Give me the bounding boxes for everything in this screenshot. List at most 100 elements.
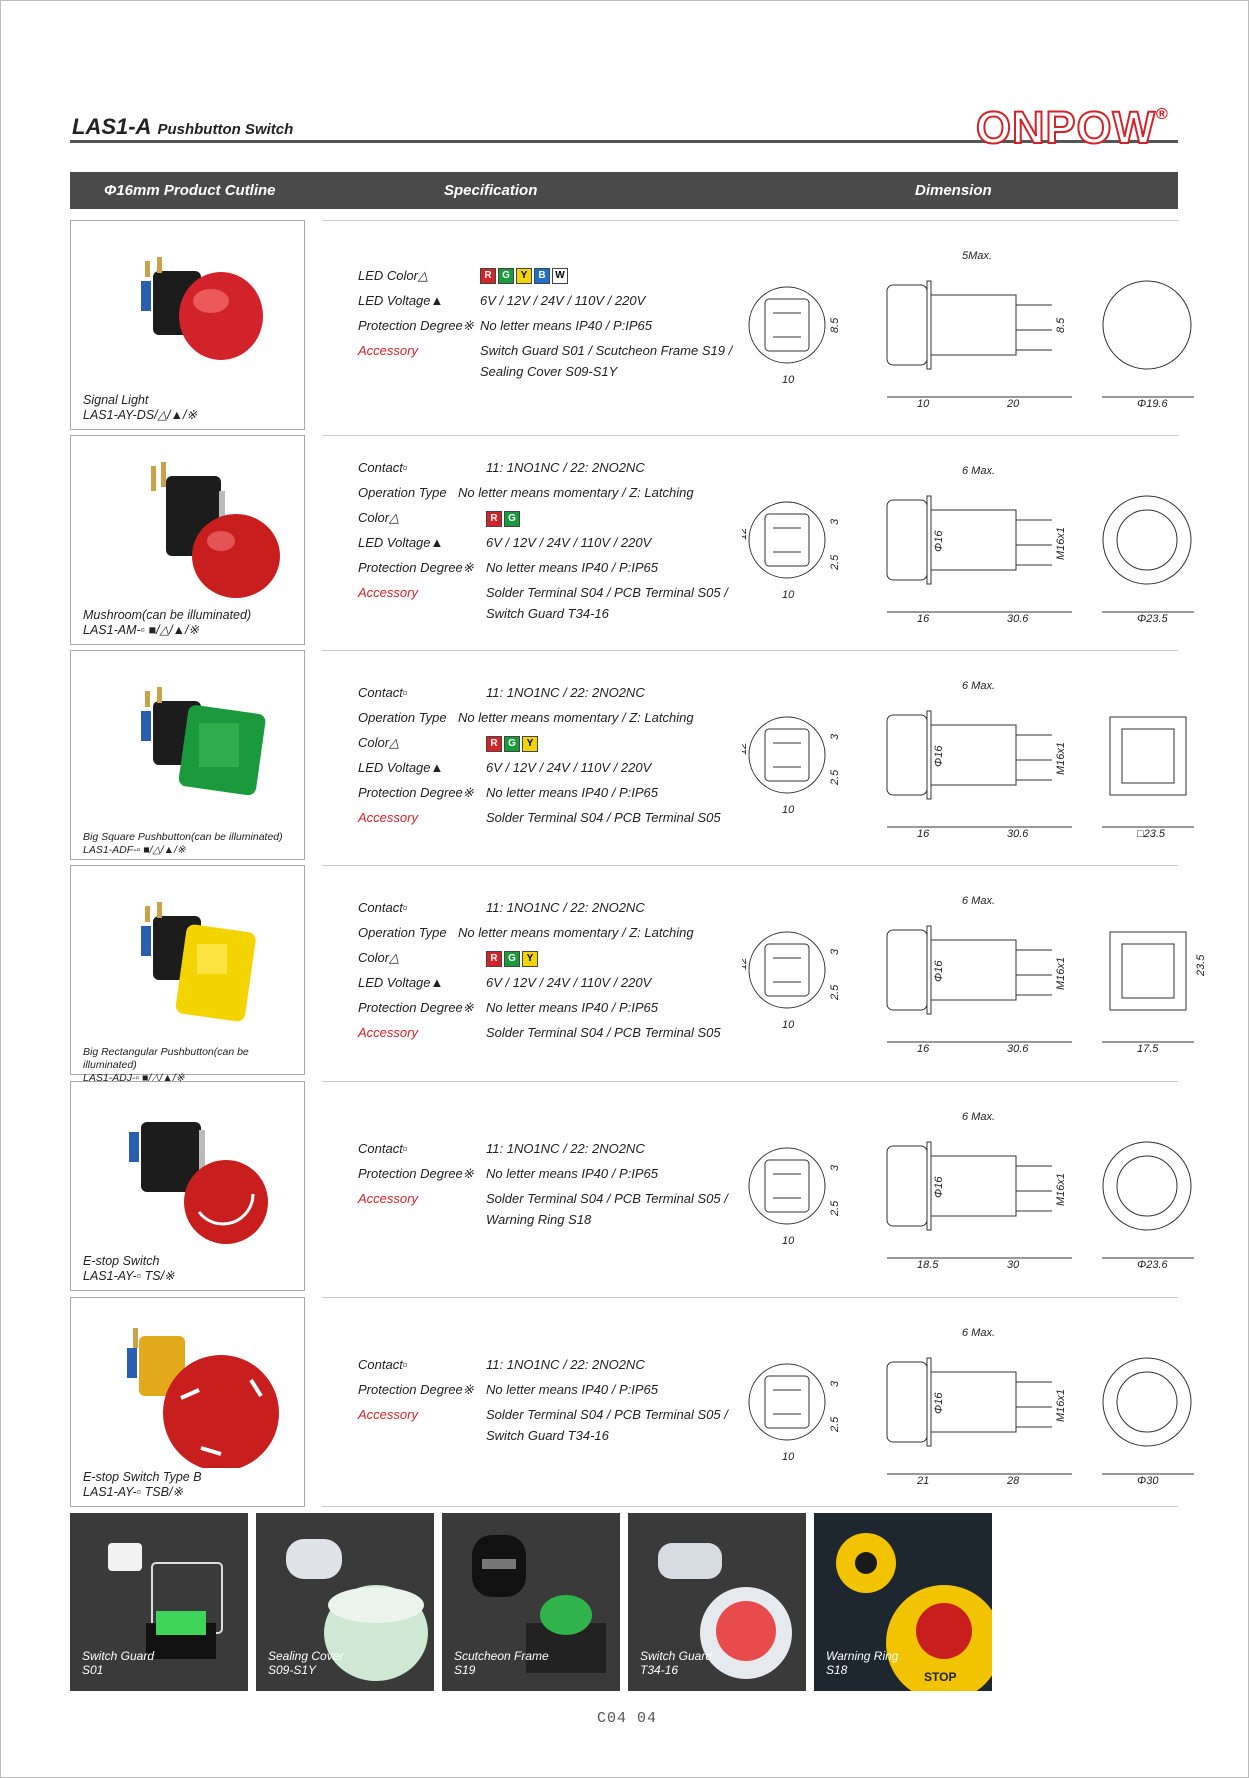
- spec-label: LED Voltage▲: [358, 535, 444, 550]
- product-series: LAS1-A: [72, 114, 152, 139]
- spec-label: LED Voltage▲: [358, 975, 444, 990]
- accessory-code: T34-16: [640, 1663, 679, 1677]
- svg-text:M16x1: M16x1: [1055, 957, 1067, 990]
- spec-label: Protection Degree※: [358, 785, 474, 800]
- accessory-name: Switch Guard: [82, 1649, 155, 1663]
- accessory-photo: STOP: [836, 1533, 992, 1691]
- spec-label: Operation Type: [358, 710, 447, 725]
- spec-value: No letter means IP40 / P:IP65: [486, 1382, 658, 1397]
- product-photo: [141, 257, 263, 360]
- svg-text:12: 12: [742, 958, 749, 970]
- product-model: LAS1-AY-DS/△/▲/※: [83, 408, 197, 422]
- spec-label: LED Voltage▲: [358, 292, 444, 308]
- svg-text:Φ23.6: Φ23.6: [1137, 1259, 1168, 1271]
- svg-text:2.5: 2.5: [829, 1200, 841, 1217]
- product-name: Big Rectangular Pushbutton(can be illumi…: [83, 1046, 249, 1071]
- svg-text:M16x1: M16x1: [1055, 1173, 1067, 1206]
- svg-text:M16x1: M16x1: [1055, 527, 1067, 560]
- spec-value: No letter means momentary / Z: Latching: [458, 925, 694, 940]
- svg-text:6 Max.: 6 Max.: [962, 895, 995, 907]
- spec-label: Contact▫: [358, 685, 408, 700]
- column-dimension: Dimension: [915, 182, 992, 199]
- accessory-code: S09-S1Y: [268, 1663, 317, 1677]
- color-chip: R: [480, 268, 496, 285]
- spec-value: Solder Terminal S04 / PCB Terminal S05 /: [486, 1407, 728, 1422]
- product-caption: Big Square Pushbutton(can be illuminated…: [83, 831, 283, 857]
- product-name: Signal Light: [83, 393, 149, 407]
- spec-label: Operation Type: [358, 485, 447, 500]
- svg-text:17.5: 17.5: [1137, 1043, 1159, 1055]
- product-name: E-stop Switch Type B: [83, 1470, 202, 1484]
- color-chip: Y: [522, 950, 538, 967]
- product-model: LAS1-AY-▫ TSB/※: [83, 1485, 183, 1499]
- accessory-code: S19: [454, 1663, 476, 1677]
- row-divider: [322, 865, 1178, 866]
- svg-text:10: 10: [782, 1451, 795, 1463]
- product-row: Mushroom(can be illuminated)LAS1-AM-▫ ■/…: [70, 435, 1194, 645]
- row-divider: [322, 650, 1178, 651]
- spec-label: Color△: [358, 950, 400, 965]
- svg-text:10: 10: [782, 1235, 795, 1247]
- svg-text:30.6: 30.6: [1007, 613, 1029, 625]
- svg-text:30.6: 30.6: [1007, 1043, 1029, 1055]
- color-chip: G: [498, 268, 514, 285]
- product-name: Big Square Pushbutton(can be illuminated…: [83, 831, 283, 843]
- svg-text:STOP: STOP: [924, 1670, 956, 1684]
- row-divider: [322, 1297, 1178, 1298]
- accessory-code: S01: [82, 1663, 104, 1677]
- color-chip: R: [486, 950, 502, 967]
- svg-text:3: 3: [829, 1380, 841, 1387]
- accessory-name: Sealing Cover: [268, 1649, 344, 1663]
- spec-value: Solder Terminal S04 / PCB Terminal S05: [486, 1025, 721, 1040]
- product-row: Big Rectangular Pushbutton(can be illumi…: [70, 865, 1207, 1084]
- color-chip: Y: [516, 268, 532, 285]
- spec-label: Protection Degree※: [358, 1382, 474, 1397]
- color-chip: R: [486, 735, 502, 752]
- spec-label: Color△: [358, 510, 400, 525]
- spec-label: Protection Degree※: [358, 560, 474, 575]
- color-chip: G: [504, 510, 520, 527]
- spec-value: 6V / 12V / 24V / 110V / 220V: [486, 760, 652, 775]
- spec-value: No letter means IP40 / P:IP65: [486, 1166, 658, 1181]
- spec-label: Accessory: [358, 342, 418, 358]
- spec-label: Protection Degree※: [358, 1166, 474, 1181]
- spec-value: No letter means momentary / Z: Latching: [458, 710, 694, 725]
- product-caption: Mushroom(can be illuminated)LAS1-AM-▫ ■/…: [83, 608, 251, 638]
- logo-text: ONPOW: [975, 101, 1156, 154]
- product-thumbnail: Mushroom(can be illuminated)LAS1-AM-▫ ■/…: [70, 435, 305, 645]
- color-chip: R: [486, 510, 502, 527]
- title-rule: [70, 140, 1178, 143]
- spec-value: Sealing Cover S09-S1Y: [480, 363, 618, 379]
- spec-value: No letter means IP40 / P:IP65: [480, 317, 652, 333]
- row-divider: [322, 1081, 1178, 1082]
- product-photo: [151, 462, 280, 598]
- svg-text:6 Max.: 6 Max.: [962, 1111, 995, 1123]
- product-photo: [141, 902, 256, 1022]
- spec-label: Protection Degree※: [358, 317, 474, 333]
- svg-text:2.5: 2.5: [829, 1416, 841, 1433]
- accessory-photo: [108, 1543, 223, 1659]
- spec-value: Switch Guard S01 / Scutcheon Frame S19 /: [480, 342, 733, 358]
- svg-text:6 Max.: 6 Max.: [962, 1327, 995, 1339]
- column-spec: Specification: [444, 182, 538, 199]
- product-model: LAS1-ADF-▫ ■/△/▲/※: [83, 844, 186, 856]
- product-model: LAS1-AY-▫ TS/※: [83, 1269, 175, 1283]
- spec-label: Color△: [358, 735, 400, 750]
- color-chip: W: [552, 268, 568, 285]
